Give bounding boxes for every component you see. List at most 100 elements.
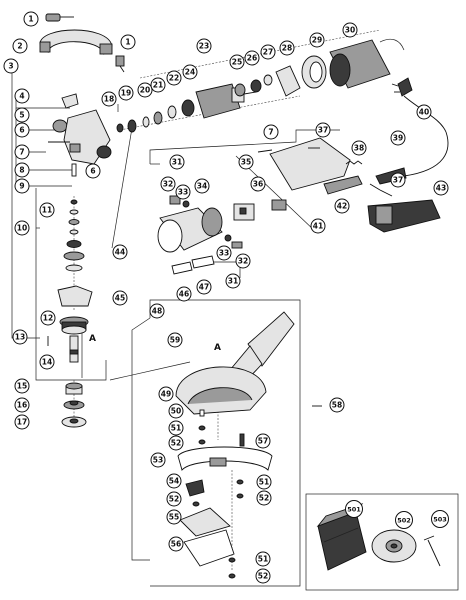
part-label-14: 14 bbox=[39, 354, 55, 370]
part-label-22: 22 bbox=[166, 70, 182, 86]
part-label-number: 1 bbox=[125, 38, 130, 47]
part-label-number: 52 bbox=[169, 495, 179, 504]
part-label-number: 14 bbox=[42, 358, 52, 367]
part-label-number: 28 bbox=[282, 44, 292, 53]
part-label-31a: 31 bbox=[169, 154, 185, 170]
part-label-52a: 52 bbox=[168, 435, 184, 451]
part-stator-30 bbox=[329, 38, 405, 89]
part-label-number: 29 bbox=[312, 36, 322, 45]
part-label-circle bbox=[342, 22, 358, 38]
part-label-59: 59 bbox=[167, 332, 183, 348]
part-label-circle bbox=[279, 40, 295, 56]
part-label-circle bbox=[112, 244, 128, 260]
part-label-number: 11 bbox=[42, 206, 52, 215]
part-label-58: 58 bbox=[329, 397, 345, 413]
part-label-number: 10 bbox=[17, 224, 27, 233]
part-label-circle bbox=[250, 176, 266, 192]
part-label-circle bbox=[229, 54, 245, 70]
part-label-503: 503 bbox=[431, 510, 449, 528]
part-screw-52c bbox=[236, 493, 244, 499]
part-label-number: 26 bbox=[247, 54, 257, 63]
part-motor-housing-34 bbox=[157, 207, 223, 253]
part-label-number: 48 bbox=[152, 307, 162, 316]
part-label-circle bbox=[225, 273, 241, 289]
part-screw-37b bbox=[369, 183, 381, 191]
part-label-circle bbox=[166, 473, 182, 489]
part-label-circle bbox=[175, 184, 191, 200]
part-label-20: 20 bbox=[137, 82, 153, 98]
part-bearing-21 bbox=[153, 111, 163, 125]
part-label-32b: 32 bbox=[235, 253, 251, 269]
part-label-circle bbox=[255, 568, 271, 584]
part-label-circle bbox=[168, 435, 184, 451]
part-label-2: 2 bbox=[12, 38, 28, 54]
part-label-circle bbox=[118, 85, 134, 101]
part-label-501: 501 bbox=[345, 500, 363, 518]
part-screw-52d bbox=[228, 573, 236, 579]
part-label-28: 28 bbox=[279, 40, 295, 56]
part-label-55: 55 bbox=[166, 509, 182, 525]
part-label-circle bbox=[14, 88, 30, 104]
part-label-33a: 33 bbox=[175, 184, 191, 200]
part-pin-57 bbox=[239, 433, 245, 447]
part-label-number: 51 bbox=[171, 424, 181, 433]
part-screw-52b bbox=[192, 501, 200, 507]
part-label-number: 34 bbox=[197, 182, 207, 191]
part-label-circle bbox=[390, 130, 406, 146]
part-label-17: 17 bbox=[14, 414, 30, 430]
part-label-53: 53 bbox=[150, 452, 166, 468]
part-label-number: 24 bbox=[185, 68, 195, 77]
part-label-circle bbox=[329, 397, 345, 413]
part-label-39: 39 bbox=[390, 130, 406, 146]
part-label-number: 31 bbox=[228, 277, 238, 286]
part-label-number: 51 bbox=[258, 555, 268, 564]
part-label-number: 46 bbox=[179, 290, 189, 299]
part-label-10: 10 bbox=[14, 220, 30, 236]
part-label-circle bbox=[166, 70, 182, 86]
part-label-circle bbox=[309, 32, 325, 48]
part-label-number: 39 bbox=[393, 134, 403, 143]
part-label-number: 27 bbox=[263, 48, 273, 57]
part-label-40: 40 bbox=[416, 104, 432, 120]
part-label-circle bbox=[260, 44, 276, 60]
part-label-11: 11 bbox=[39, 202, 55, 218]
reference-marker-a-upper: A bbox=[89, 334, 96, 344]
part-handle-loop-2 bbox=[39, 29, 113, 55]
part-label-circle bbox=[160, 176, 176, 192]
part-label-5: 5 bbox=[14, 107, 30, 123]
part-label-number: 501 bbox=[347, 506, 361, 514]
part-label-circle bbox=[263, 124, 279, 140]
part-ring-19 bbox=[127, 119, 137, 133]
part-label-number: 19 bbox=[121, 89, 131, 98]
part-label-1: 1 bbox=[23, 11, 39, 27]
part-label-number: 36 bbox=[253, 180, 263, 189]
accessory-box bbox=[305, 493, 459, 591]
part-label-number: 52 bbox=[259, 494, 269, 503]
part-label-number: 35 bbox=[241, 158, 251, 167]
part-cap-6b bbox=[96, 145, 112, 159]
part-flange-12 bbox=[59, 316, 89, 335]
part-label-44: 44 bbox=[112, 244, 128, 260]
part-label-42: 42 bbox=[334, 198, 350, 214]
part-switch-36 bbox=[233, 199, 287, 221]
part-label-30: 30 bbox=[342, 22, 358, 38]
part-label-33b: 33 bbox=[216, 245, 232, 261]
part-label-circle bbox=[23, 11, 39, 27]
part-label-number: 44 bbox=[115, 248, 125, 257]
part-label-46: 46 bbox=[176, 286, 192, 302]
part-label-13: 13 bbox=[12, 329, 28, 345]
part-label-circle bbox=[101, 91, 117, 107]
part-label-6b: 6 bbox=[85, 163, 101, 179]
part-cord-guard-39 bbox=[375, 167, 407, 185]
part-label-number: 31 bbox=[172, 158, 182, 167]
part-label-19: 19 bbox=[118, 85, 134, 101]
part-lever-4 bbox=[61, 93, 79, 109]
part-label-26: 26 bbox=[244, 50, 260, 66]
part-label-21: 21 bbox=[150, 77, 166, 93]
part-label-circle bbox=[315, 122, 331, 138]
part-label-circle bbox=[168, 536, 184, 552]
part-switch-lever-42 bbox=[323, 175, 363, 195]
part-label-23: 23 bbox=[196, 38, 212, 54]
